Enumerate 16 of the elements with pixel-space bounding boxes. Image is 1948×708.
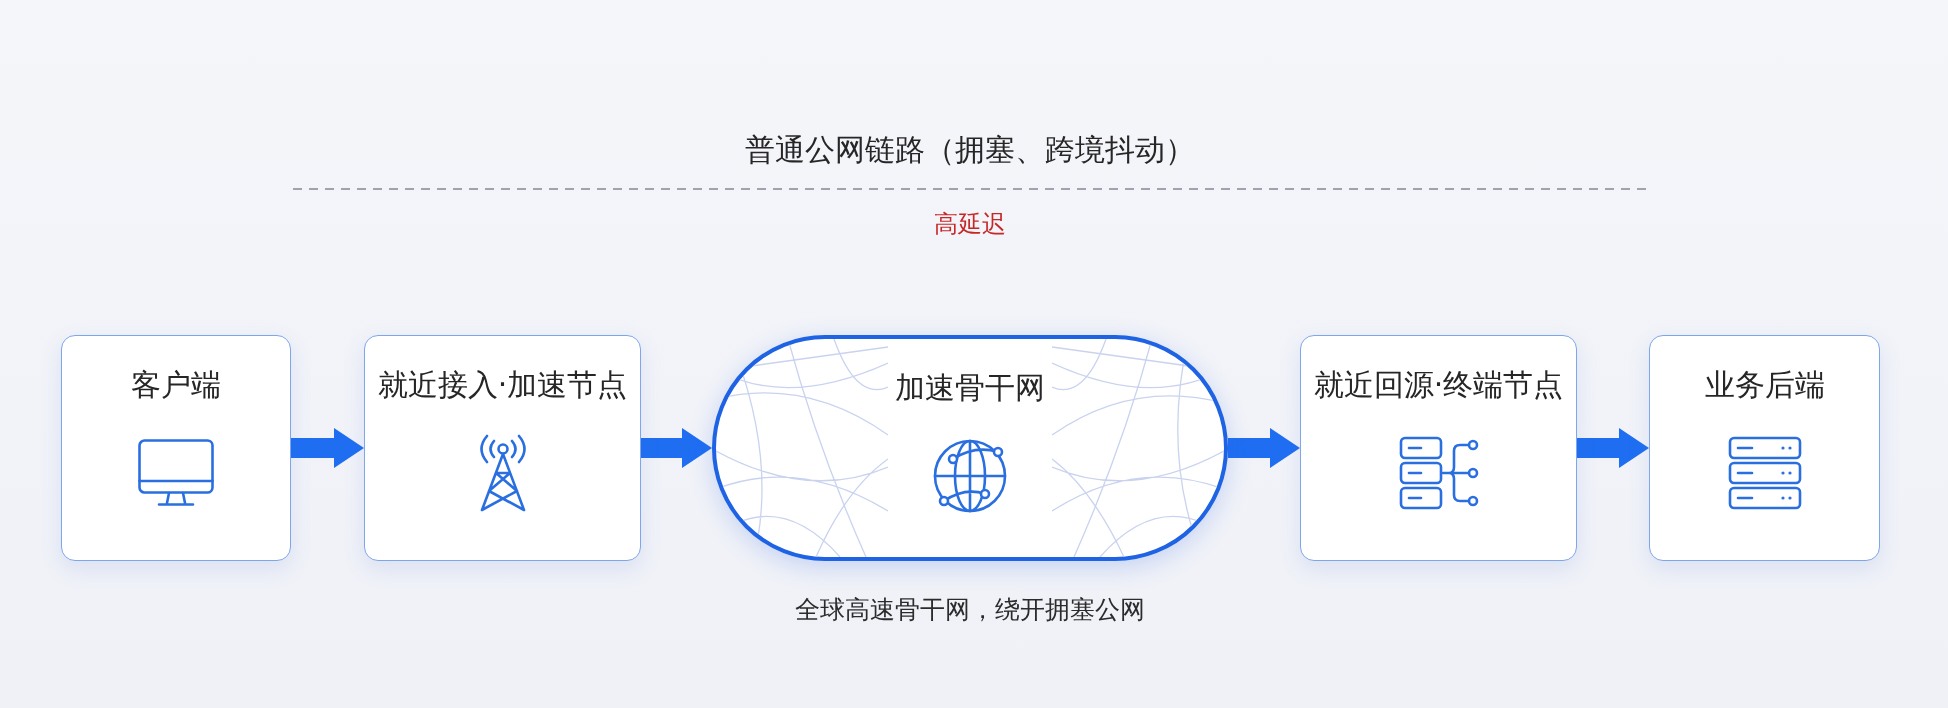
process-box (61, 335, 291, 561)
arrow (641, 428, 712, 468)
latency-label: 高延迟 (934, 209, 1006, 240)
node-title: 业务后端 (1704, 366, 1825, 404)
node-title: 加速骨干网 (895, 369, 1045, 407)
node-title: 就近回源·终端节点 (1313, 366, 1564, 404)
arrow (1577, 428, 1649, 468)
arrow (1228, 428, 1300, 468)
process-box (1300, 335, 1577, 561)
node-title: 客户端 (131, 366, 221, 404)
arrow (291, 428, 364, 468)
route-label: 普通公网链路（拥塞、跨境抖动） (745, 130, 1195, 169)
node-title: 就近接入·加速节点 (377, 366, 628, 404)
node-caption: 全球高速骨干网，绕开拥塞公网 (795, 593, 1145, 626)
process-box (364, 335, 641, 561)
process-box (1649, 335, 1880, 561)
